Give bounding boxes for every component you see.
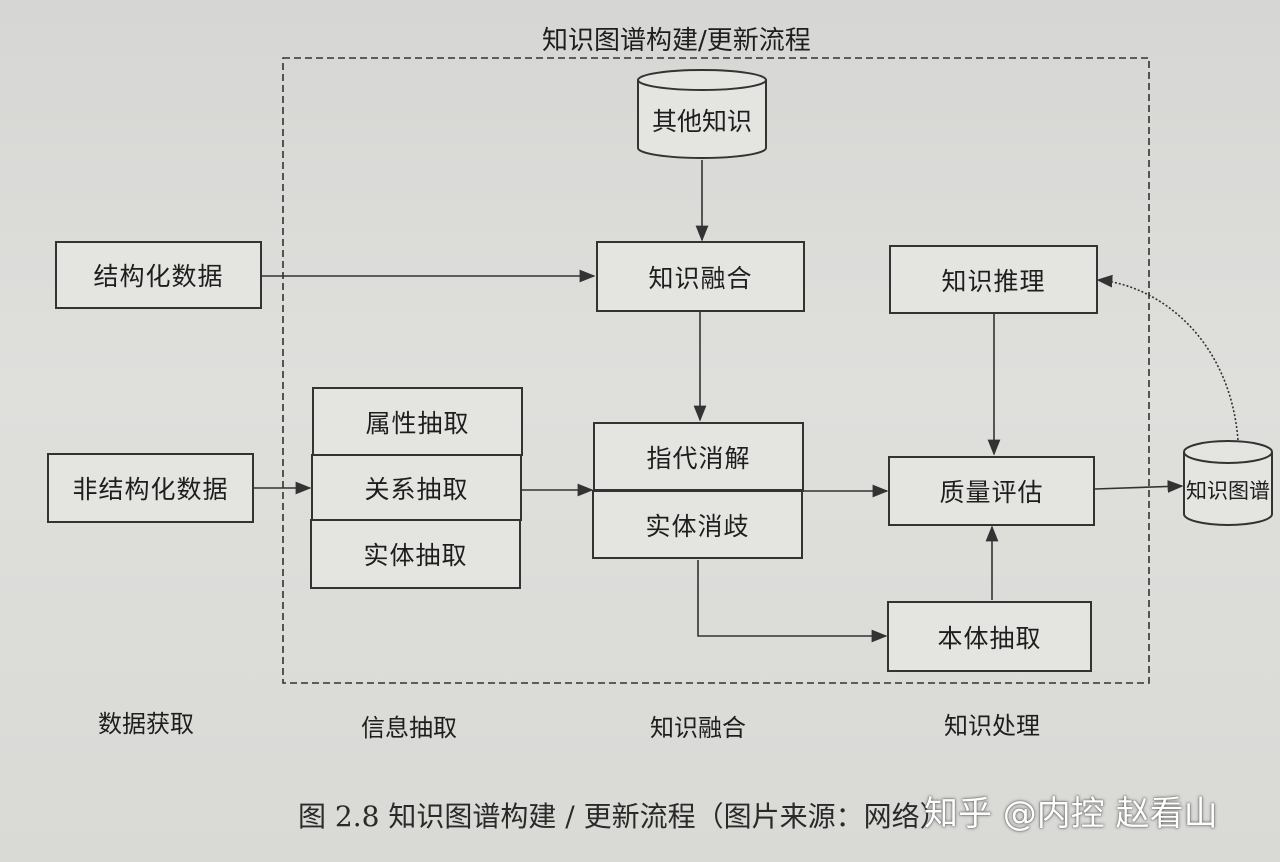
entity-disambiguation-label: 实体消歧 (645, 511, 750, 541)
attribute-extraction-label: 属性抽取 (365, 408, 470, 438)
knowledge-fusion-label: 知识融合 (648, 263, 753, 293)
figure-caption: 图 2.8 知识图谱构建 / 更新流程（图片来源：网络） (298, 800, 948, 833)
process-frame (282, 57, 1150, 684)
coreference-resolution-box: 指代消解 (593, 422, 804, 492)
unstructured-data-label: 非结构化数据 (72, 475, 229, 504)
frame-title: 知识图谱构建/更新流程 (542, 26, 811, 56)
quality-assessment-box: 质量评估 (888, 456, 1095, 526)
other-knowledge-label: 其他知识 (651, 107, 752, 136)
entity-disambiguation-box: 实体消歧 (592, 490, 803, 559)
entity-extraction-label: 实体抽取 (363, 541, 468, 570)
stage-knowledge-fusion: 知识融合 (650, 714, 746, 742)
ontology-extraction-label: 本体抽取 (937, 623, 1042, 653)
knowledge-fusion-box: 知识融合 (596, 241, 805, 312)
knowledge-graph-cylinder: 知识图谱 (1182, 438, 1274, 528)
arrow-kg-to-reasoning (1096, 274, 1239, 441)
knowledge-reasoning-label: 知识推理 (941, 266, 1046, 296)
relation-extraction-box: 关系抽取 (311, 454, 522, 521)
structured-data-box: 结构化数据 (55, 241, 262, 309)
knowledge-graph-label: 知识图谱 (1186, 479, 1270, 503)
entity-extraction-box: 实体抽取 (310, 519, 521, 589)
attribute-extraction-box: 属性抽取 (312, 387, 523, 456)
ontology-extraction-box: 本体抽取 (887, 601, 1092, 672)
quality-assessment-label: 质量评估 (939, 478, 1044, 507)
relation-extraction-label: 关系抽取 (364, 474, 469, 504)
stage-information-extraction: 信息抽取 (361, 714, 457, 742)
arrow-disambiguation-to-ontology (697, 560, 888, 643)
other-knowledge-cylinder: 其他知识 (636, 68, 768, 160)
stage-data-acquisition: 数据获取 (98, 710, 194, 738)
cylinder-shape-icon (1183, 440, 1273, 526)
cylinder-shape-icon (637, 69, 767, 159)
structured-data-label: 结构化数据 (93, 262, 224, 291)
watermark: 知乎 @内控 赵看山 (924, 794, 1218, 834)
arrow-quality-to-kg (1094, 480, 1184, 493)
stage-knowledge-processing: 知识处理 (944, 712, 1040, 740)
knowledge-reasoning-box: 知识推理 (889, 245, 1098, 314)
coreference-resolution-label: 指代消解 (646, 443, 751, 473)
unstructured-data-box: 非结构化数据 (47, 453, 254, 523)
